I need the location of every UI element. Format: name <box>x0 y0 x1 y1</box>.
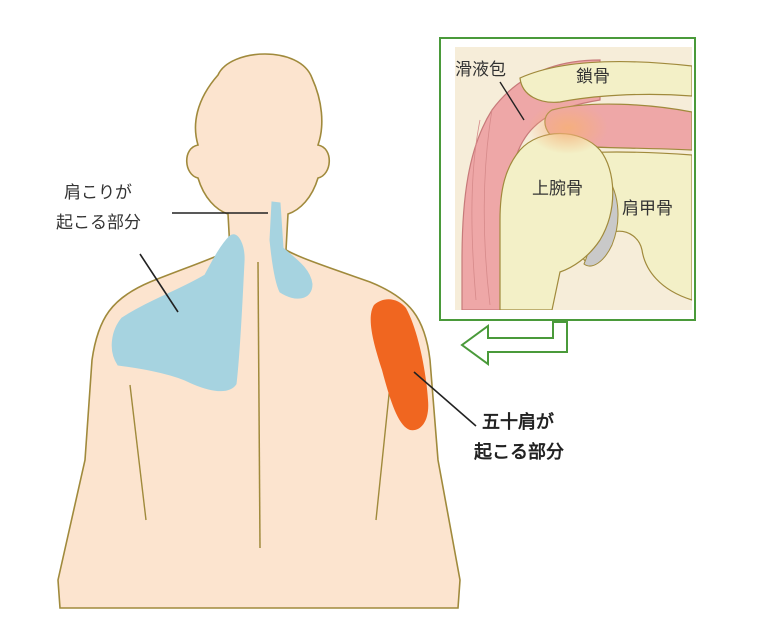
gojukata-label-line1: 五十肩が <box>482 411 554 433</box>
gojukata-leader-line <box>413 371 477 427</box>
bursa-label: 滑液包 <box>455 60 506 80</box>
deltoid-muscle <box>461 59 601 310</box>
left-arm-crease <box>129 384 147 521</box>
gojukata-area <box>370 299 429 431</box>
body-figure <box>57 53 461 609</box>
pointer-arrow-icon <box>460 321 568 366</box>
clavicle-label: 鎖骨 <box>576 67 610 87</box>
joint-inset: 滑液包 鎖骨 上腕骨 肩甲骨 <box>439 37 696 321</box>
scapula-label: 肩甲骨 <box>622 199 673 219</box>
spine-line <box>257 261 261 549</box>
bursa-leader-line <box>499 81 525 121</box>
humerus-label: 上腕骨 <box>532 179 583 199</box>
clavicle-bone <box>519 60 692 103</box>
right-arm-crease <box>375 384 391 521</box>
katakori-label-line1: 肩こりが <box>64 183 132 203</box>
gojukata-label-line2: 起こる部分 <box>473 441 564 463</box>
katakori-area <box>111 201 313 392</box>
katakori-leader-line-2 <box>139 253 179 313</box>
katakori-label-line2: 起こる部分 <box>56 213 141 233</box>
